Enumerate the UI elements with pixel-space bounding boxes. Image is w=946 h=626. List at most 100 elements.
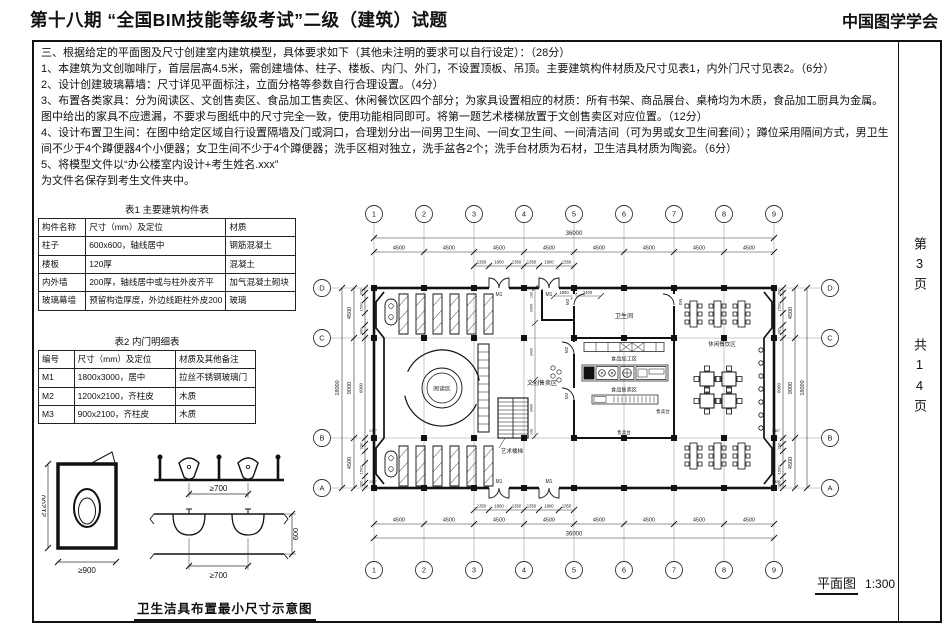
room-label: 食品加工区 (611, 355, 637, 363)
building-components-table: 表1 主要建筑构件表 构件名称 尺寸（mm）及定位 材质 柱子 600x600，… (37, 202, 296, 311)
grid-bubble-label: 5 (572, 210, 576, 219)
dining-chairs (693, 365, 743, 415)
room-labels: 阅读区 文创售卖区 卫生间 食品加工区 食品售卖区 休闲餐饮区 售卖台 售卖台 … (433, 312, 736, 455)
grid-bubble-label: 6 (622, 566, 626, 575)
dining-chairs (684, 445, 751, 467)
grid-bubble-labels: 1 2 3 4 5 6 7 8 9 1 2 3 4 5 6 7 8 9 D C (319, 210, 833, 575)
dim-label: 4500 (693, 518, 705, 524)
grid-bubble-label: 7 (672, 566, 676, 575)
dim-label: 900 (359, 442, 364, 449)
stair-leader (498, 437, 506, 449)
dim-label: 18000 (335, 380, 341, 395)
dim-label: 2000 (530, 304, 534, 312)
interior-doors-table: 表2 内门明细表 编号 尺寸（mm）及定位 材质及其他备注 M1 1800x30… (38, 334, 256, 425)
dim-label: 4500 (347, 457, 353, 469)
dim-label: 6000 (359, 382, 364, 393)
table-cell: 楼板 (37, 254, 87, 275)
squat-stall (56, 451, 118, 550)
room-label: 售卖台 (656, 408, 670, 415)
requirement-line: 4、设计布置卫生间：在图中给定区域自行设置隔墙及门或洞口，合理划分出一间男卫生间… (41, 126, 889, 155)
table-row: M1 1800x3000，居中 拉丝不锈钢玻璃门 (38, 368, 256, 388)
page-number: 第3页 (912, 237, 927, 296)
requirement-line: 2、设计创建玻璃幕墙：尺寸详见平面标注，立面分格等参数自行合理设置。（4分） (41, 78, 444, 91)
grid-bubble-label: 1 (372, 210, 376, 219)
dim-label: 4500 (593, 518, 605, 524)
dim-label: 9000 (347, 382, 353, 394)
table-cell: M3 (38, 405, 75, 425)
dim-label: 300 (777, 480, 782, 487)
dim-label: 600 (291, 528, 300, 541)
door-label: M1 (546, 479, 553, 485)
room-label: 休闲餐饮区 (708, 340, 736, 348)
grid-bubble-label: 7 (672, 210, 676, 219)
table-cell: 120厚 (85, 254, 227, 275)
page-number-column: 第3页 共14页 (898, 42, 940, 621)
dim-label: 4500 (347, 307, 353, 319)
sanitary-dim-lines (44, 460, 296, 570)
grid-bubble-label: 2 (422, 210, 426, 219)
dim-label: 3400 (530, 404, 534, 412)
dim-label: ≥700 (210, 571, 228, 580)
dim-label: 1500 (777, 302, 782, 312)
floor-plan: 1 2 3 4 5 6 7 8 9 1 2 3 4 5 6 7 8 9 D C (313, 205, 839, 579)
dim-label: 4500 (443, 518, 455, 524)
grid-bubble-label: D (319, 284, 325, 293)
dim-label: 9000 (788, 382, 794, 394)
door-label: M3 (678, 299, 683, 306)
table-header-row: 编号 尺寸（mm）及定位 材质及其他备注 (38, 349, 256, 370)
dim-label: 1800 (544, 260, 554, 265)
grid-bubble-label: 3 (472, 566, 476, 575)
sanitary-diagram: ≥1200 ≥900 ≥700 ≥700 600 (42, 451, 300, 580)
table-header-cell: 编号 (38, 349, 75, 370)
table-cell: 玻璃幕墙 (37, 291, 87, 311)
drawing-frame: 三、根据给定的平面图及尺寸创建室内建筑模型，具体要求如下（其他未注明的要求可以自… (32, 40, 942, 623)
dim-label: 4500 (543, 246, 555, 252)
kitchen-furniture (550, 342, 669, 405)
dim-label: 100 (530, 292, 534, 298)
dim-label: 100 (530, 429, 534, 435)
sanitary-dim-ticks (44, 460, 296, 570)
room-label: 艺术楼梯 (501, 447, 524, 455)
dining-furniture (684, 300, 764, 470)
grid-bubble-label: C (319, 334, 325, 343)
dim-label: 1800 (559, 290, 569, 295)
door-openings (489, 286, 676, 490)
page-total: 共14页 (912, 338, 927, 418)
dim-label: 4500 (393, 246, 405, 252)
plan-title: 平面图 (815, 576, 859, 595)
glass-curtain-wall (375, 291, 385, 485)
table-row: 楼板 120厚 混凝土 (37, 254, 296, 275)
grid-bubbles (313, 205, 839, 579)
grid-bubble-label: A (827, 484, 832, 493)
dim-label: 18000 (800, 380, 806, 395)
table-cell: 预留构造厚度，外边线距柱外皮200 (85, 291, 227, 311)
wash-basins (149, 508, 289, 560)
dim-label: 1500 (359, 302, 364, 312)
table-cell: 1800x3000，居中 (73, 368, 177, 388)
dim-label: 4500 (543, 518, 555, 524)
columns (371, 285, 777, 491)
dim-label: 4500 (743, 246, 755, 252)
table-cell: 玻璃 (225, 291, 296, 311)
door-label: M1 (496, 479, 503, 485)
table-header-row: 构件名称 尺寸（mm）及定位 材质 (37, 217, 296, 238)
table-header-cell: 构件名称 (37, 217, 87, 238)
dim-label: 4500 (743, 518, 755, 524)
page-title: 第十八期 “全国BIM技能等级考试”二级（建筑）试题 (30, 10, 448, 30)
table-title: 表2 内门明细表 (114, 337, 180, 348)
door-labels: M1 M1 M1 M1 M3 M3 M2 M2 (496, 292, 683, 485)
requirements-block: 三、根据给定的平面图及尺寸创建室内建筑模型，具体要求如下（其他未注明的要求可以自… (41, 46, 890, 189)
door-label: M1 (496, 292, 503, 298)
dim-label: 6000 (777, 382, 782, 393)
room-label: 售卖台 (617, 429, 631, 436)
table-row: 玻璃幕墙 预留构造厚度，外边线距柱外皮200 玻璃 (37, 291, 296, 311)
requirement-line: 1、本建筑为文创咖啡厅，首层层高4.5米，需创建墙体、柱子、楼板、内门、外门，不… (41, 62, 835, 75)
vestibule-wall (541, 288, 574, 321)
dim-label: 1350 (512, 260, 522, 265)
sanitary-diagram-caption: 卫生洁具布置最小尺寸示意图 (134, 598, 316, 621)
table-row: M2 1200x2100，齐柱皮 木质 (38, 386, 256, 407)
dim-label: 36000 (566, 231, 583, 237)
door-label: M3 (565, 298, 570, 305)
dim-label: ≥1200 (42, 494, 48, 517)
